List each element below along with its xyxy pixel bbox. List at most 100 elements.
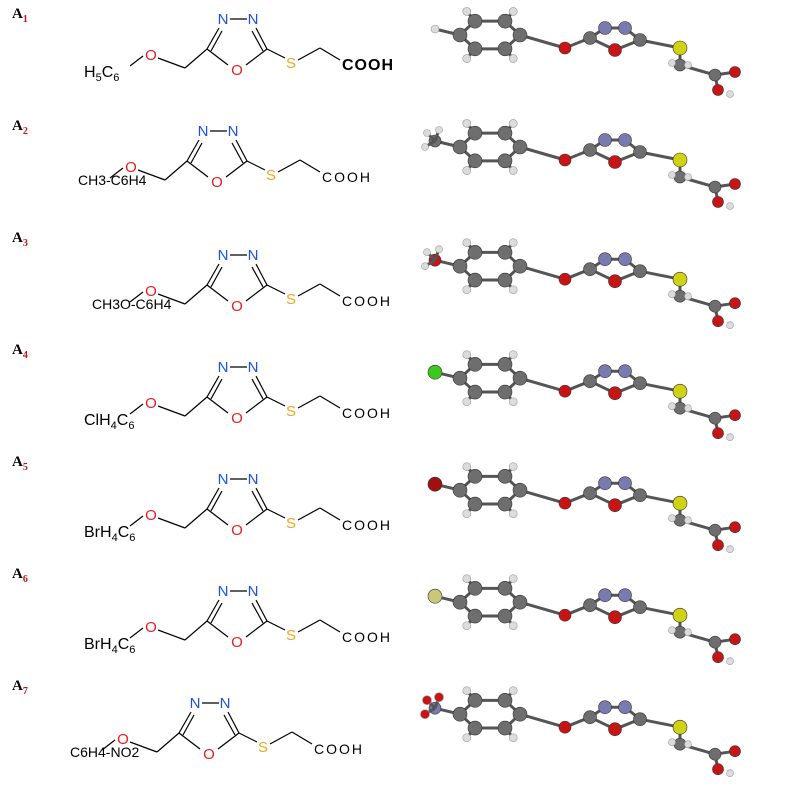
oxygen-atom <box>729 297 741 309</box>
bond <box>238 732 258 743</box>
bond <box>157 293 186 305</box>
ring-carbon-atom <box>583 143 597 157</box>
ring-bond <box>206 396 229 414</box>
substituent-part: 6 <box>129 644 135 656</box>
hydrogen-atom <box>668 514 676 522</box>
carbon-atom <box>467 496 483 512</box>
ring-nitrogen-2: N <box>248 359 259 376</box>
ring-bond <box>235 139 248 162</box>
compound-letter: A <box>12 342 23 358</box>
compound-letter: A <box>12 118 23 134</box>
oxygen-atom <box>729 178 741 190</box>
ring-bond <box>217 732 240 750</box>
ring-carbon-atom <box>633 33 647 47</box>
ring-bond <box>186 160 209 178</box>
ring-bond <box>245 284 268 302</box>
compound-number: 6 <box>22 574 28 585</box>
carbon-atom <box>497 496 513 512</box>
bond <box>246 160 266 171</box>
hydrogen-atom <box>435 126 443 134</box>
oxygen-atom <box>712 196 724 208</box>
bond-stick <box>519 33 566 50</box>
hydrogen-atom <box>423 248 431 256</box>
carbon-atom <box>497 608 513 624</box>
bond <box>157 629 186 641</box>
compound-number: 3 <box>22 238 28 249</box>
substituent-part: BrH <box>84 524 112 541</box>
carbon-atom <box>467 41 483 57</box>
oxygen-atom <box>558 608 572 622</box>
sulfur-atom: S <box>286 515 296 532</box>
oxygen-atom <box>712 651 724 663</box>
compound-label: A3 <box>12 230 28 249</box>
bond-stick <box>519 376 566 393</box>
sulfur-atom: S <box>286 55 296 72</box>
hydrogen-atom <box>508 119 518 128</box>
carbon-atom <box>497 245 513 260</box>
ring-nitrogen-1: N <box>190 695 201 712</box>
sulfur-atom <box>672 719 688 735</box>
compound-letter: A <box>12 678 23 694</box>
substituent-text: CH3-C6H4 <box>78 172 147 188</box>
bond <box>129 55 144 67</box>
carbon-atom <box>497 720 513 736</box>
oxygen-atom <box>712 539 724 551</box>
carbon-atom <box>467 272 483 288</box>
bond-stick <box>519 488 566 505</box>
substituent-part: C <box>117 412 129 429</box>
hydrogen-atom <box>462 285 472 295</box>
hydrogen-atom <box>462 166 472 175</box>
hydrogen-atom <box>668 59 676 67</box>
substituent-part: C <box>118 524 130 541</box>
compound-number: 2 <box>22 126 28 137</box>
hydrogen-atom <box>726 321 734 329</box>
ring-bond <box>245 620 268 638</box>
ring-bond <box>245 48 268 66</box>
ring-oxygen: O <box>231 410 243 427</box>
ring-carbon-atom <box>583 31 597 45</box>
ring-oxygen-atom <box>608 274 622 288</box>
hydrogen-atom <box>421 143 429 151</box>
substituent-part: C <box>118 636 130 653</box>
ether-oxygen: O <box>145 283 157 300</box>
carbon-atom <box>452 258 468 274</box>
ring-bond <box>255 27 268 50</box>
hydrogen-atom <box>462 509 472 519</box>
bond-stick <box>519 145 566 162</box>
ring-oxygen: O <box>231 298 243 315</box>
carbon-atom <box>467 608 483 624</box>
substituent-part: BrH <box>84 636 112 653</box>
ring-nitrogen-atom <box>618 700 632 714</box>
ring-nitrogen-atom <box>598 588 612 602</box>
ring-oxygen-atom <box>608 43 622 57</box>
ring-bond <box>206 284 229 302</box>
carbon-atom <box>452 27 468 43</box>
oxygen-atom <box>729 633 741 645</box>
carboxylic-acid-text: COOH <box>314 741 364 757</box>
ring-carbon-atom <box>583 486 597 500</box>
ring-nitrogen-1: N <box>218 583 229 600</box>
carboxylic-acid-text: COOH <box>342 293 392 309</box>
hydrogen-atom <box>430 24 440 34</box>
compound-label: A7 <box>12 678 28 697</box>
hydrogen-atom <box>668 171 676 179</box>
ball-and-stick-model <box>427 574 741 665</box>
sulfur-atom: S <box>258 739 268 756</box>
carbon-atom <box>512 706 528 722</box>
carbon-atom <box>512 482 528 498</box>
carbon-atom <box>512 139 528 155</box>
ring-nitrogen-2: N <box>248 583 259 600</box>
bond <box>157 517 186 529</box>
hydrogen-atom <box>508 397 518 407</box>
ring-nitrogen-2: N <box>248 471 259 488</box>
oxygen-atom <box>558 272 572 286</box>
compound-letter: A <box>12 454 23 470</box>
sulfur-atom <box>672 607 688 623</box>
ring-bond <box>210 378 223 400</box>
compound-letter: A <box>12 6 23 22</box>
